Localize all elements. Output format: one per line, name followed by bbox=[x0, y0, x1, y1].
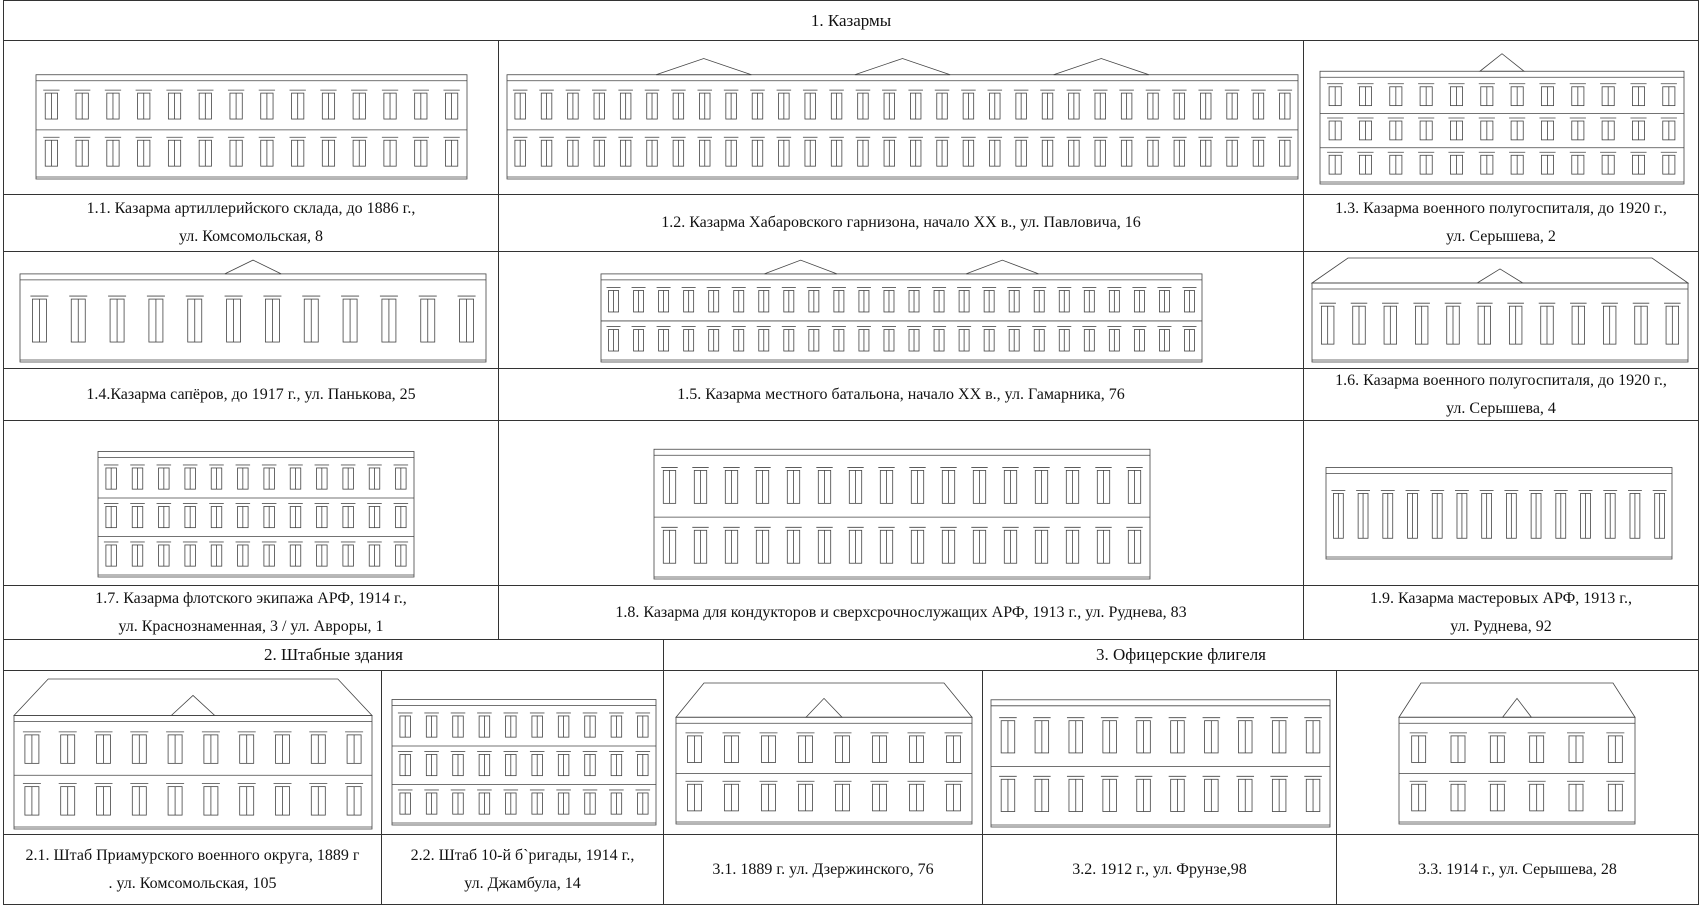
drawing-cell-1-1 bbox=[3, 40, 499, 195]
drawing-cell-3-1 bbox=[663, 670, 983, 835]
caption-line: 1.7. Казарма флотского экипажа АРФ, 1914… bbox=[95, 589, 407, 607]
facade-drawing-3-1 bbox=[675, 682, 973, 825]
drawing-cell-2-2 bbox=[381, 670, 664, 835]
facade-drawing-1-2 bbox=[506, 58, 1299, 180]
caption-line: 1.6. Казарма военного полугоспиталя, до … bbox=[1335, 371, 1667, 389]
caption-line: 2.2. Штаб 10-й б`ригады, 1914 г., bbox=[410, 846, 635, 864]
drawing-cell-3-2 bbox=[982, 670, 1337, 835]
facade-drawing-1-6 bbox=[1310, 257, 1690, 363]
section-header-barracks: 1. Казармы bbox=[3, 0, 1699, 41]
caption-cell-3-1: 3.1. 1889 г. ул. Дзержинского, 76 bbox=[663, 834, 983, 905]
caption-cell-1-7: 1.7. Казарма флотского экипажа АРФ, 1914… bbox=[3, 585, 499, 640]
drawing-cell-1-2 bbox=[498, 40, 1304, 195]
caption-line: ул. Серышева, 2 bbox=[1446, 228, 1556, 245]
caption-line: 1.2. Казарма Хабаровского гарнизона, нач… bbox=[661, 214, 1141, 231]
facade-drawing-2-2 bbox=[391, 699, 657, 826]
caption-line: 1.1. Казарма артиллерийского склада, до … bbox=[86, 200, 416, 217]
drawing-cell-1-5 bbox=[498, 251, 1304, 369]
facade-drawing-1-7 bbox=[97, 451, 415, 578]
caption-line: 3.2. 1912 г., ул. Фрунзе,98 bbox=[1072, 860, 1247, 878]
caption-line: 1.4.Казарма сапёров, до 1917 г., ул. Пан… bbox=[86, 385, 416, 403]
drawing-cell-1-4 bbox=[3, 251, 499, 369]
facade-drawing-1-4 bbox=[19, 259, 487, 363]
caption-line: 1.8. Казарма для кондукторов и сверхсроч… bbox=[615, 603, 1187, 621]
section-title: 2. Штабные здания bbox=[264, 645, 403, 664]
drawing-cell-1-6 bbox=[1303, 251, 1699, 369]
caption-line: ул. Джамбула, 14 bbox=[464, 874, 581, 892]
drawing-cell-2-1 bbox=[3, 670, 382, 835]
drawing-cell-1-7 bbox=[3, 420, 499, 586]
drawing-cell-1-3 bbox=[1303, 40, 1699, 195]
caption-line: 3.1. 1889 г. ул. Дзержинского, 76 bbox=[712, 860, 934, 878]
caption-cell-1-1: 1.1. Казарма артиллерийского склада, до … bbox=[3, 194, 499, 252]
caption-cell-3-2: 3.2. 1912 г., ул. Фрунзе,98 bbox=[982, 834, 1337, 905]
facade-drawing-3-2 bbox=[990, 699, 1331, 828]
facade-drawing-1-9 bbox=[1325, 467, 1673, 560]
caption-line: ул. Краснознаменная, 3 / ул. Авроры, 1 bbox=[118, 617, 384, 635]
caption-line: ул. Комсомольская, 8 bbox=[178, 228, 324, 245]
caption-cell-1-8: 1.8. Казарма для кондукторов и сверхсроч… bbox=[498, 585, 1304, 640]
caption-line: 2.1. Штаб Приамурского военного округа, … bbox=[25, 846, 360, 864]
caption-cell-2-2: 2.2. Штаб 10-й б`ригады, 1914 г., ул. Джа… bbox=[381, 834, 664, 905]
facade-drawing-1-5 bbox=[600, 259, 1203, 363]
section-title: 3. Офицерские флигеля bbox=[1096, 645, 1266, 664]
caption-line: . ул. Комсомольская, 105 bbox=[108, 874, 277, 892]
caption-line: 1.5. Казарма местного батальона, начало … bbox=[677, 385, 1125, 403]
drawing-cell-1-8 bbox=[498, 420, 1304, 586]
caption-line: 1.9. Казарма мастеровых АРФ, 1913 г., bbox=[1369, 589, 1633, 607]
caption-line: ул. Руднева, 92 bbox=[1450, 617, 1552, 635]
facade-drawing-1-8 bbox=[653, 448, 1151, 580]
facade-drawing-3-3 bbox=[1398, 682, 1636, 825]
section-header-officers: 3. Офицерские флигеля bbox=[663, 639, 1699, 671]
caption-cell-1-5: 1.5. Казарма местного батальона, начало … bbox=[498, 368, 1304, 421]
drawing-cell-1-9 bbox=[1303, 420, 1699, 586]
caption-cell-1-9: 1.9. Казарма мастеровых АРФ, 1913 г., ул.… bbox=[1303, 585, 1699, 640]
drawing-cell-3-3 bbox=[1336, 670, 1699, 835]
section-title: 1. Казармы bbox=[810, 10, 892, 30]
facade-drawing-1-3 bbox=[1319, 53, 1685, 185]
caption-cell-1-4: 1.4.Казарма сапёров, до 1917 г., ул. Пан… bbox=[3, 368, 499, 421]
caption-line: 3.3. 1914 г., ул. Серышева, 28 bbox=[1418, 860, 1617, 878]
section-header-headquarters: 2. Штабные здания bbox=[3, 639, 664, 671]
facade-drawing-2-1 bbox=[13, 678, 373, 830]
caption-cell-1-3: 1.3. Казарма военного полугоспиталя, до … bbox=[1303, 194, 1699, 252]
caption-cell-1-6: 1.6. Казарма военного полугоспиталя, до … bbox=[1303, 368, 1699, 421]
caption-cell-1-2: 1.2. Казарма Хабаровского гарнизона, нач… bbox=[498, 194, 1304, 252]
caption-line: 1.3. Казарма военного полугоспиталя, до … bbox=[1335, 200, 1667, 217]
facade-drawing-1-1 bbox=[35, 74, 468, 180]
caption-line: ул. Серышева, 4 bbox=[1446, 399, 1556, 417]
caption-cell-2-1: 2.1. Штаб Приамурского военного округа, … bbox=[3, 834, 382, 905]
caption-cell-3-3: 3.3. 1914 г., ул. Серышева, 28 bbox=[1336, 834, 1699, 905]
